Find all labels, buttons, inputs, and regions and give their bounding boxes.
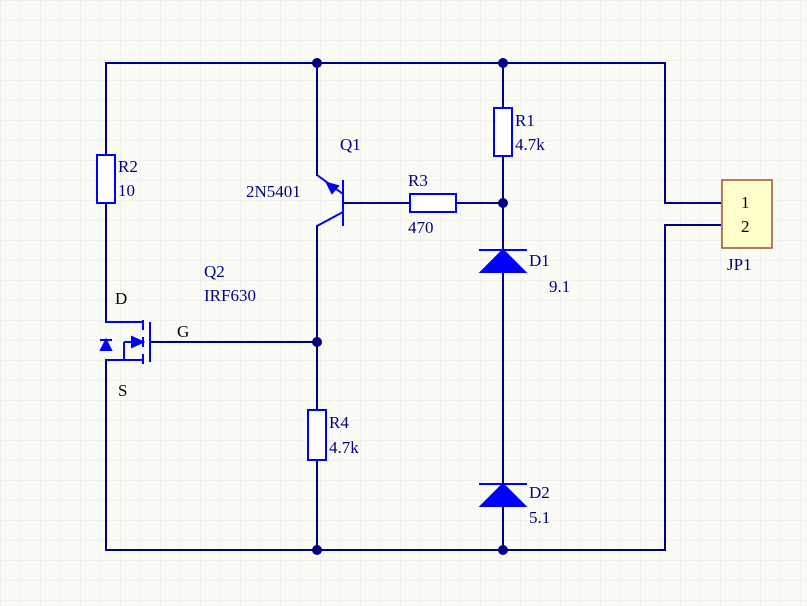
junction-dot bbox=[312, 337, 322, 347]
d2-ref-label: D2 bbox=[529, 483, 550, 502]
q1-collector-lead bbox=[316, 211, 344, 227]
d1-triangle-icon bbox=[478, 248, 528, 273]
jp1-body bbox=[721, 179, 773, 249]
q2-channel-arrow-icon bbox=[131, 335, 146, 349]
resistor-r1-body bbox=[493, 107, 513, 157]
resistor-r2[interactable]: R2 10 bbox=[96, 154, 138, 204]
resistor-r4-body bbox=[307, 409, 327, 461]
r2-ref-label: R2 bbox=[118, 157, 138, 176]
resistor-r4[interactable]: R4 4.7k bbox=[307, 409, 359, 461]
q2-body-diode-icon bbox=[99, 337, 113, 351]
r3-value-label: 470 bbox=[408, 218, 434, 237]
junction-dot bbox=[498, 58, 508, 68]
q1-part-label: 2N5401 bbox=[246, 182, 301, 201]
r1-ref-label: R1 bbox=[515, 111, 535, 130]
jp1-pin2-label: 2 bbox=[741, 217, 750, 236]
transistor-q1[interactable]: Q1 2N5401 bbox=[246, 135, 361, 227]
wires bbox=[105, 62, 721, 551]
mosfet-q2[interactable]: Q2 IRF630 D G S bbox=[99, 262, 256, 400]
resistor-r3-body bbox=[409, 193, 457, 213]
junction-dot bbox=[498, 545, 508, 555]
diode-d1[interactable]: D1 9.1 bbox=[478, 248, 570, 296]
r4-value-label: 4.7k bbox=[329, 438, 359, 457]
diode-d2[interactable]: D2 5.1 bbox=[478, 482, 550, 527]
r2-value-label: 10 bbox=[118, 181, 135, 200]
connector-jp1[interactable]: 1 2 JP1 bbox=[721, 179, 773, 274]
q1-ref-label: Q1 bbox=[340, 135, 361, 154]
q1-emitter-arrow-icon bbox=[325, 181, 340, 195]
wire-bottom-rail bbox=[105, 224, 721, 551]
junction-dot bbox=[312, 58, 322, 68]
q2-drain-pin-label: D bbox=[115, 289, 127, 308]
d1-value-label: 9.1 bbox=[549, 277, 570, 296]
q2-source-pin-label: S bbox=[118, 381, 127, 400]
resistor-r2-body bbox=[96, 154, 116, 204]
r1-value-label: 4.7k bbox=[515, 135, 545, 154]
q2-ref-label: Q2 bbox=[204, 262, 225, 281]
wire-top-rail bbox=[105, 62, 721, 204]
junction-dot bbox=[312, 545, 322, 555]
resistor-r1[interactable]: R1 4.7k bbox=[493, 107, 545, 157]
junctions bbox=[312, 58, 508, 555]
d2-value-label: 5.1 bbox=[529, 508, 550, 527]
r4-ref-label: R4 bbox=[329, 413, 349, 432]
resistor-r3[interactable]: R3 470 bbox=[408, 171, 457, 237]
r3-ref-label: R3 bbox=[408, 171, 428, 190]
q2-part-label: IRF630 bbox=[204, 286, 256, 305]
jp1-ref-label: JP1 bbox=[727, 255, 752, 274]
jp1-pin1-label: 1 bbox=[741, 193, 750, 212]
d2-triangle-icon bbox=[478, 482, 528, 507]
d1-ref-label: D1 bbox=[529, 251, 550, 270]
q2-gate-pin-label: G bbox=[177, 322, 189, 341]
junction-dot bbox=[498, 198, 508, 208]
